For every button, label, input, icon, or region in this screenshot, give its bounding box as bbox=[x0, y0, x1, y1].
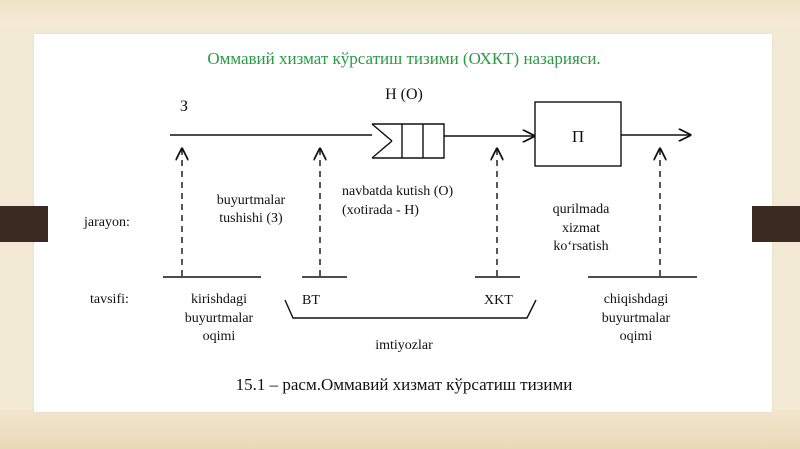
arrival-description-line1: buyurtmalar bbox=[217, 193, 286, 208]
queue-symbol bbox=[371, 123, 445, 159]
row-label-tavsifi: tavsifi: bbox=[90, 292, 129, 307]
input-flow-label: З bbox=[180, 98, 188, 115]
background-bottom-band bbox=[0, 409, 800, 449]
xkt-label: XKT bbox=[484, 293, 513, 308]
priority-label: imtiyozlar bbox=[375, 338, 433, 353]
queue-description-line1: navbatda kutish (O) bbox=[342, 184, 454, 199]
output-flow-description-line2: buyurtmalar bbox=[602, 311, 671, 326]
service-description-line1: qurilmada bbox=[553, 202, 611, 217]
right-frame-tab bbox=[752, 206, 800, 242]
input-flow-description-line3: oqimi bbox=[203, 329, 236, 344]
figure-caption: 15.1 – расм.Оммавий хизмат кўрсатиш тизи… bbox=[236, 375, 573, 394]
left-frame-tab bbox=[0, 206, 48, 242]
background-top-band bbox=[0, 0, 800, 26]
row-label-jarayon: jarayon: bbox=[83, 215, 130, 230]
input-flow-description-line2: buyurtmalar bbox=[185, 311, 254, 326]
server-label: П bbox=[572, 127, 584, 146]
server-box bbox=[534, 101, 622, 167]
output-flow-description-line3: oqimi bbox=[620, 329, 653, 344]
queue-description-line2: (xotirada - Н) bbox=[342, 203, 419, 218]
slide-canvas bbox=[34, 34, 772, 412]
service-description-line2: xizmat bbox=[562, 221, 600, 236]
queue-label: Н (О) bbox=[385, 86, 423, 103]
input-flow-description-line1: kirishdagi bbox=[191, 292, 247, 307]
arrival-description-line2: tushishi (З) bbox=[219, 211, 283, 226]
priority-bracket bbox=[284, 299, 537, 319]
bt-label: BT bbox=[302, 293, 320, 308]
output-flow-description-line1: chiqishdagi bbox=[604, 292, 669, 307]
service-description-line3: ko‘rsatish bbox=[553, 239, 608, 254]
diagram-title: Оммавий хизмат кўрсатиш тизими (ОХКТ) на… bbox=[207, 49, 600, 68]
